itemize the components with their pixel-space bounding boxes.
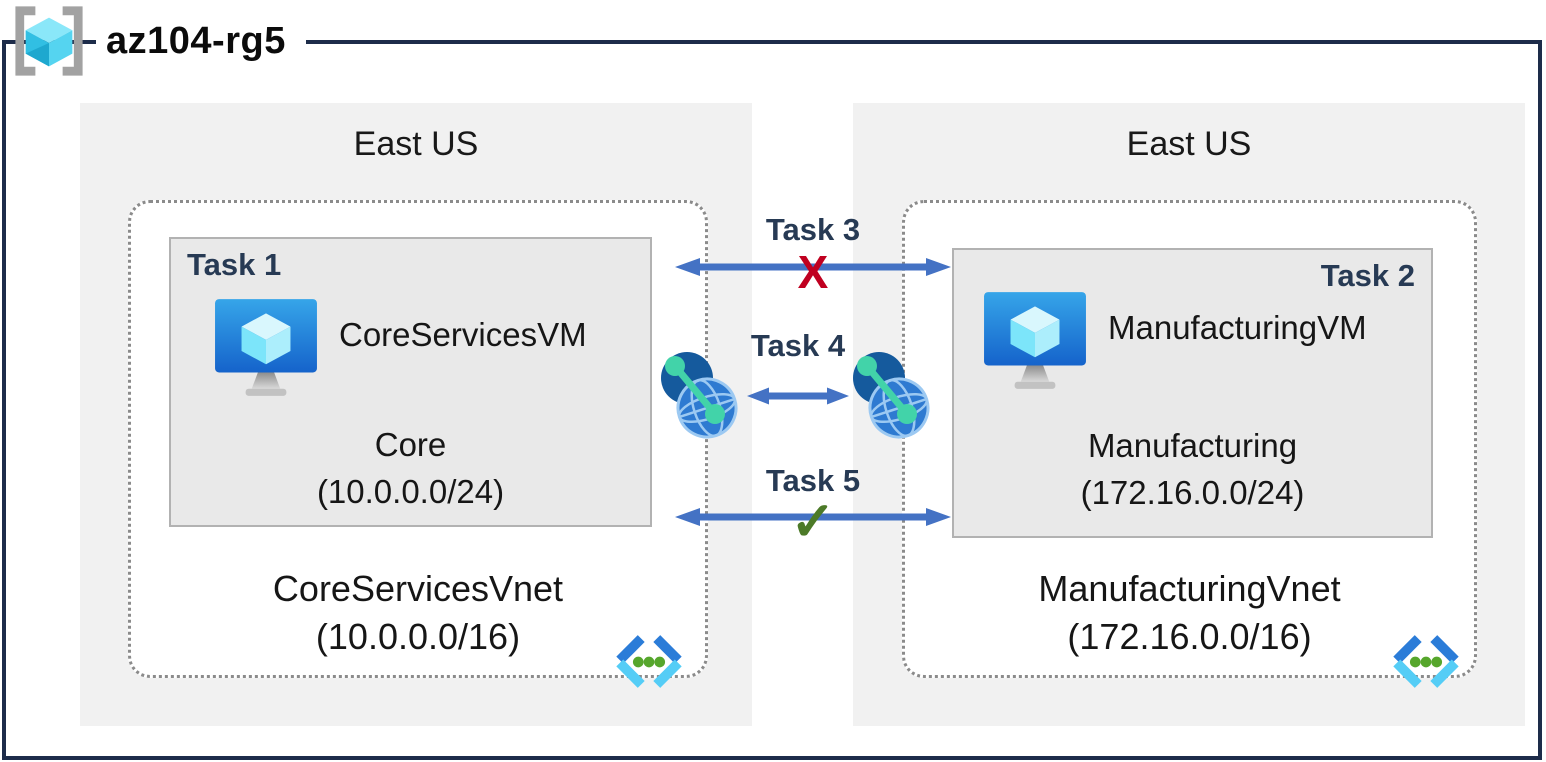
vnet-name: CoreServicesVnet: [272, 568, 564, 609]
subnet-cidr: (10.0.0.0/24): [316, 473, 505, 510]
task-1-label: Task 1: [187, 247, 282, 282]
resource-group-title: az104-rg5: [96, 14, 306, 69]
subnet-name: Core: [374, 426, 447, 463]
virtual-machine-icon: [213, 297, 319, 399]
vm-row: ManufacturingVM: [982, 290, 1367, 392]
connection-task4-label: Task 4: [750, 328, 846, 363]
vnet-labels: ManufacturingVnet (172.16.0.0/16): [905, 565, 1474, 661]
task-2-label: Task 2: [1320, 258, 1415, 293]
region-east-us-right: East US Task 2 Manufact: [853, 103, 1525, 726]
connection-task3-label: Task 3: [765, 212, 861, 247]
virtual-network-icon: [1388, 633, 1464, 691]
connection-task5-arrow: [673, 507, 953, 532]
vnet-peering-icon: [655, 350, 745, 442]
region-east-us-left: East US Task 1: [80, 103, 752, 726]
allowed-check-marker: ✓: [790, 492, 836, 552]
subnet-labels: Manufacturing (172.16.0.0/24): [954, 422, 1431, 516]
connection-task4-arrow: [745, 386, 851, 411]
connection-task5-label: Task 5: [765, 463, 861, 498]
region-title: East US: [353, 125, 479, 163]
subnet-name: Manufacturing: [1087, 427, 1298, 464]
subnet-box-manufacturing: Task 2 ManufacturingVM: [952, 248, 1433, 538]
vnet-labels: CoreServicesVnet (10.0.0.0/16): [131, 565, 705, 661]
connection-task3-arrow: [673, 257, 953, 282]
vnet-peering-icon: [847, 350, 937, 442]
resource-group-frame: [2, 40, 1542, 760]
region-title: East US: [1126, 125, 1252, 163]
virtual-network-icon: [611, 633, 687, 691]
subnet-labels: Core (10.0.0.0/24): [171, 421, 650, 515]
vnet-box-manufacturing: Task 2 ManufacturingVM: [902, 200, 1477, 688]
resource-group-icon: [8, 4, 90, 78]
subnet-cidr: (172.16.0.0/24): [1080, 474, 1305, 511]
vm-name: CoreServicesVM: [339, 316, 587, 353]
vnet-cidr: (10.0.0.0/16): [315, 616, 521, 657]
blocked-x-marker: X: [797, 246, 829, 298]
vnet-cidr: (172.16.0.0/16): [1067, 616, 1312, 657]
vm-row: CoreServicesVM: [213, 297, 587, 399]
vm-name: ManufacturingVM: [1108, 309, 1367, 346]
subnet-box-core: Task 1: [169, 237, 652, 527]
vnet-box-coreservices: Task 1: [128, 200, 708, 688]
virtual-machine-icon: [982, 290, 1088, 392]
vnet-name: ManufacturingVnet: [1038, 568, 1341, 609]
